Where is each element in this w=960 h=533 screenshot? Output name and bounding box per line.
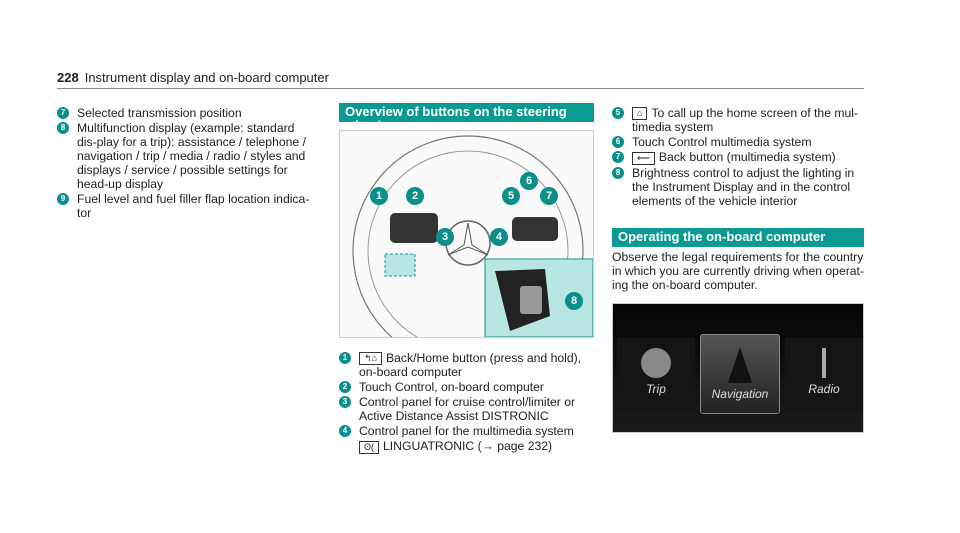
callout-number: 5: [612, 107, 624, 119]
item-text: Control panel for cruise control/limiter…: [359, 395, 576, 424]
home-icon: ⌂: [632, 107, 648, 121]
callout-number: 4: [339, 425, 351, 438]
callout-number: 6: [612, 136, 624, 149]
item-text: Back button (multimedia system): [658, 150, 836, 165]
item-text: Multifunction display (example: standard…: [77, 121, 306, 191]
callout-2: 2: [406, 187, 424, 205]
voice-control-icon: ʘ(: [359, 440, 379, 454]
callout-number: 8: [612, 166, 624, 179]
tile-label: Trip: [646, 381, 666, 396]
page-number: 228: [57, 70, 79, 85]
tile-label: Navigation: [711, 386, 769, 401]
callout-8: 8: [565, 292, 583, 310]
item-text: Selected transmission position: [77, 106, 242, 120]
menu-tile-navigation[interactable]: Navigation: [700, 333, 780, 414]
callout-3: 3: [436, 228, 454, 246]
menu-tile-trip[interactable]: Trip: [617, 337, 695, 412]
callout-number: 7: [612, 151, 624, 164]
callout-number: 7: [57, 107, 69, 119]
item-text: Touch Control, on-board computer: [359, 380, 544, 395]
list-item: 7 Selected transmission position: [57, 106, 315, 120]
back-icon: ⟵: [632, 151, 655, 165]
callout-number: 8: [57, 122, 69, 134]
list-item: 8 Brightness control to adjust the lighti…: [612, 166, 864, 208]
steering-wheel-illustration: 1 2 3 4 5 6 7 8: [339, 130, 594, 338]
item-text: Brightness control to adjust the lightin…: [632, 165, 855, 208]
menu-tile-radio[interactable]: Radio: [785, 337, 863, 412]
list-item: 7 ⟵Back button (multimedia system): [612, 150, 864, 165]
page-header: 228 Instrument display and on-board compu…: [57, 71, 864, 89]
item-text: Control panel for the multimedia system: [359, 424, 574, 439]
steering-wheel-drawing: [352, 135, 593, 337]
page-reference-link[interactable]: LINGUATRONIC (→ page 232): [383, 439, 553, 454]
tile-label: Radio: [808, 381, 840, 396]
list-item: 2 Touch Control, on-board computer: [339, 380, 594, 394]
callout-5: 5: [502, 187, 520, 205]
back-home-icon: ↰⌂: [359, 352, 382, 366]
trip-icon: [641, 347, 671, 378]
middle-column: Overview of buttons on the steering whee…: [339, 103, 594, 454]
chapter-title: Instrument display and on-board computer: [84, 70, 329, 85]
callout-number: 9: [57, 193, 69, 205]
item-text: Fuel level and fuel filler flap location…: [77, 192, 310, 220]
list-item: 4 Control panel for the multimedia system: [339, 424, 594, 438]
list-item: 8 Multifunction display (example: standar…: [57, 121, 315, 191]
item-text: Back/Home button (press and hold), on-bo…: [359, 351, 582, 380]
item-text: To call up the home screen of the mul-ti…: [632, 106, 859, 135]
callout-4: 4: [490, 228, 508, 246]
list-item: 6 Touch Control multimedia system: [612, 135, 864, 149]
list-item: 1 ↰⌂Back/Home button (press and hold), on…: [339, 351, 594, 379]
linguatronic-line: ʘ( LINGUATRONIC (→ page 232): [339, 439, 594, 454]
callout-number: 3: [339, 396, 351, 409]
paragraph: Observe the legal requirements for the c…: [612, 249, 864, 292]
item-text: Touch Control multimedia system: [632, 135, 812, 150]
callout-1: 1: [370, 187, 388, 205]
callout-number: 1: [339, 352, 351, 364]
menu-screen: Trip Navigation Radio: [612, 302, 864, 433]
radio-antenna-icon: [822, 347, 826, 378]
left-column: 7 Selected transmission position 8 Multifu…: [57, 106, 315, 221]
list-item: 9 Fuel level and fuel filler flap locatio…: [57, 192, 315, 220]
list-item: 5 ⌂To call up the home screen of the mul-…: [612, 106, 864, 134]
callout-number: 2: [339, 381, 351, 394]
callout-7: 7: [540, 187, 558, 205]
section-heading: Overview of buttons on the steering whee…: [339, 103, 594, 133]
right-column: 5 ⌂To call up the home screen of the mul-…: [612, 106, 864, 433]
list-item: 3 Control panel for cruise control/limite…: [339, 395, 594, 423]
callout-6: 6: [520, 172, 538, 190]
section-heading: Operating the on-board computer: [612, 227, 864, 247]
navigation-icon: [728, 346, 752, 383]
